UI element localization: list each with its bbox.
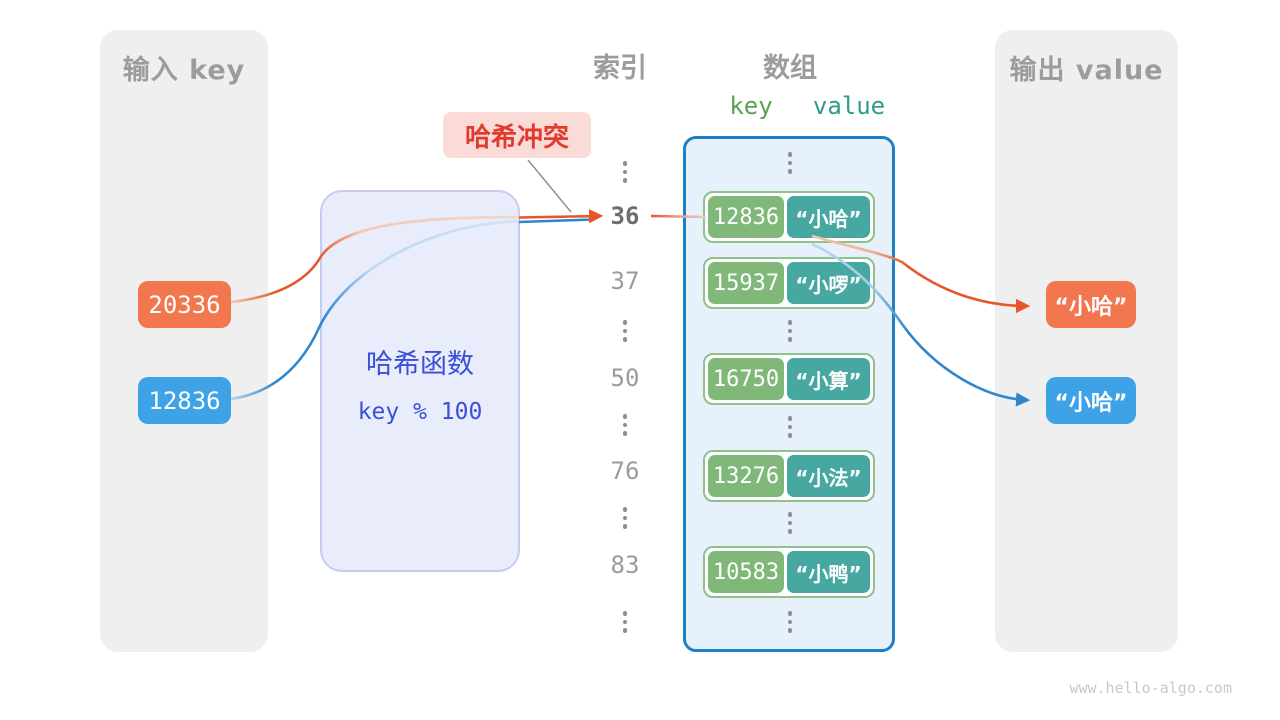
ellipsis-icon <box>580 414 670 436</box>
output-value-chip: “小哈” <box>1046 281 1136 328</box>
ellipsis-icon <box>750 611 830 633</box>
index-value: 37 <box>610 267 640 295</box>
hash-function-title: 哈希函数 <box>366 349 474 380</box>
value-header: value <box>812 92 886 120</box>
entry-key: 12836 <box>708 196 784 238</box>
entry-value: “小哈” <box>787 196 870 238</box>
output-value-chip: “小哈” <box>1046 377 1136 424</box>
array-entry: 10583 “小鸭” <box>703 546 875 598</box>
index-column-header: 索引 <box>593 53 647 84</box>
watermark: www.hello-algo.com <box>1069 679 1232 697</box>
hash-function-formula: key % 100 <box>357 399 483 425</box>
entry-key: 15937 <box>708 262 784 304</box>
entry-value: “小鸭” <box>787 551 870 593</box>
array-column-header: 数组 <box>763 53 817 84</box>
array-entry: 15937 “小啰” <box>703 257 875 309</box>
ellipsis-icon <box>750 512 830 534</box>
array-entry: 13276 “小法” <box>703 450 875 502</box>
ellipsis-icon <box>580 161 670 183</box>
index-value: 76 <box>610 457 640 485</box>
collision-badge: 哈希冲突 <box>443 112 591 158</box>
index-value: 83 <box>610 551 640 579</box>
hash-function-box: 哈希函数 key % 100 <box>320 190 520 572</box>
index-value: 36 <box>610 202 640 230</box>
ellipsis-icon <box>580 611 670 633</box>
array-entry: 12836 “小哈” <box>703 191 875 243</box>
entry-key: 16750 <box>708 358 784 400</box>
array-entry: 16750 “小算” <box>703 353 875 405</box>
input-key-chip: 12836 <box>138 377 231 424</box>
ellipsis-icon <box>750 152 830 174</box>
input-panel-title: 输入 key <box>122 55 246 86</box>
ellipsis-icon <box>750 320 830 342</box>
key-header: key <box>729 92 773 120</box>
badge-pointer-line <box>527 159 572 213</box>
ellipsis-icon <box>580 320 670 342</box>
ellipsis-icon <box>580 507 670 529</box>
output-panel-title: 输出 value <box>1009 55 1164 86</box>
entry-key: 10583 <box>708 551 784 593</box>
ellipsis-icon <box>750 416 830 438</box>
entry-key: 13276 <box>708 455 784 497</box>
input-panel: 输入 key <box>100 30 268 652</box>
entry-value: “小法” <box>787 455 870 497</box>
index-value: 50 <box>610 364 640 392</box>
output-panel: 输出 value <box>995 30 1178 652</box>
entry-value: “小算” <box>787 358 870 400</box>
input-key-chip: 20336 <box>138 281 231 328</box>
entry-value: “小啰” <box>787 262 870 304</box>
